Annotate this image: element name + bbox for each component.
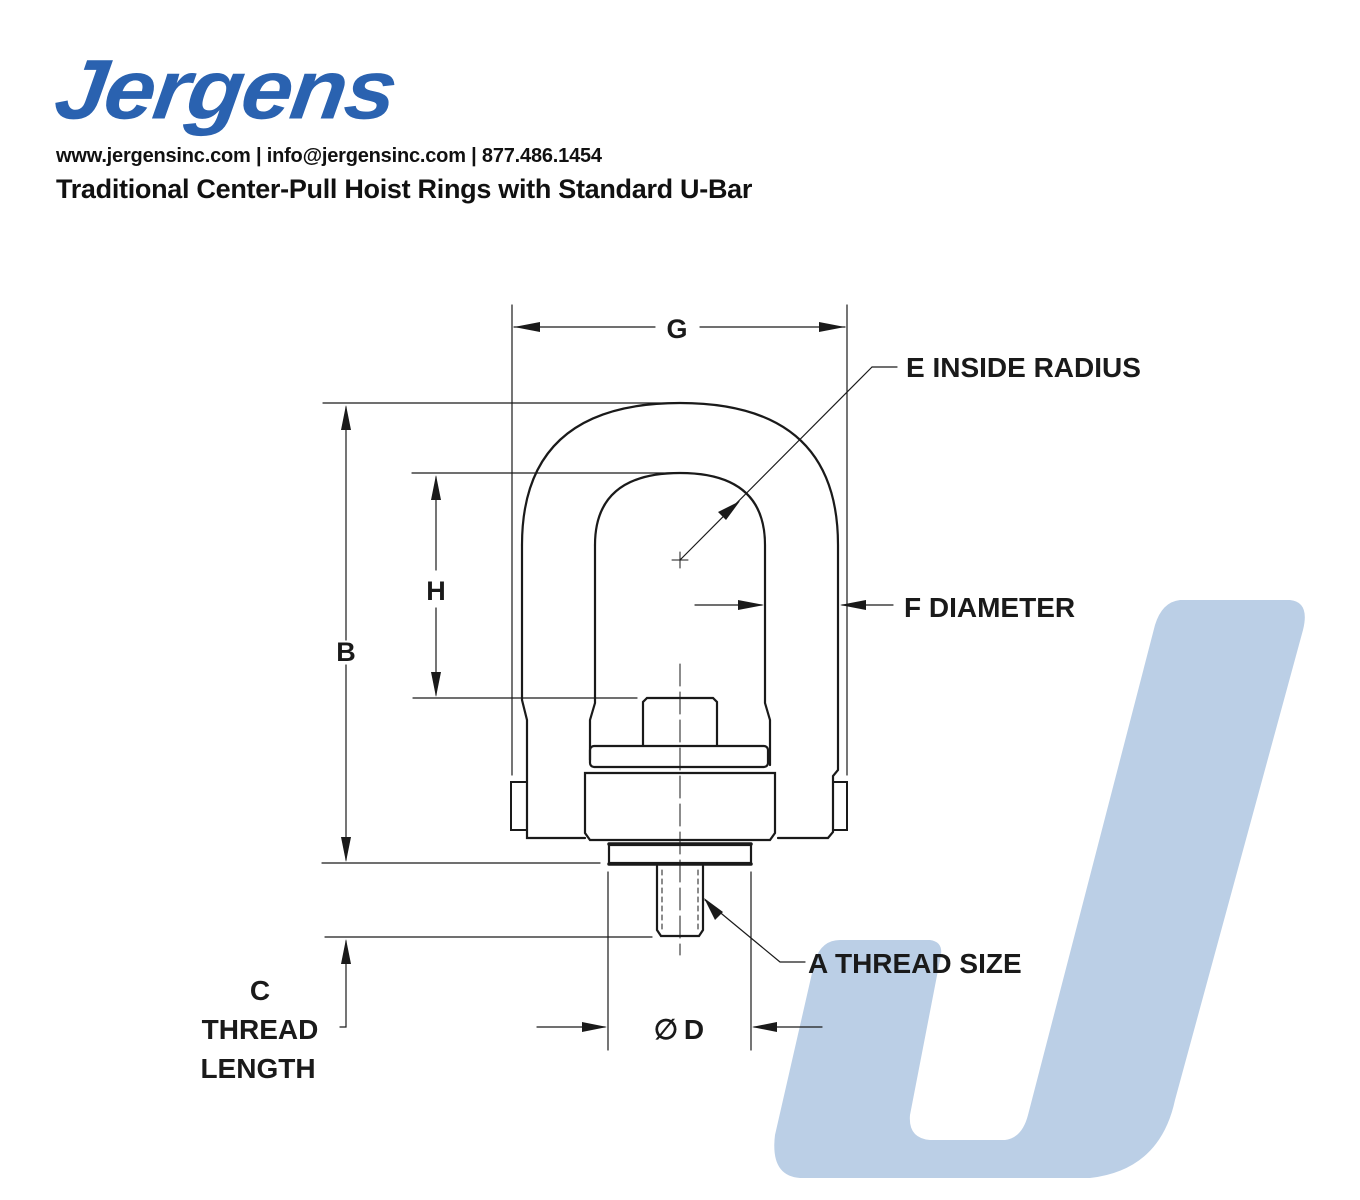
diameter-symbol-icon: ∅ bbox=[654, 1014, 678, 1045]
dimension-label-h: H bbox=[426, 576, 446, 606]
dimension-label-e: E INSIDE RADIUS bbox=[906, 352, 1141, 383]
dimension-label-a: A THREAD SIZE bbox=[808, 948, 1022, 979]
page-title: Traditional Center-Pull Hoist Rings with… bbox=[56, 174, 753, 204]
jergens-logo: Jergens bbox=[49, 40, 401, 140]
logo-wordmark: Jergens bbox=[49, 43, 402, 137]
contact-info: www.jergensinc.com | info@jergensinc.com… bbox=[56, 145, 602, 167]
dimension-label-c: C bbox=[250, 975, 270, 1006]
dimension-label-f: F DIAMETER bbox=[904, 592, 1075, 623]
dimension-label-c-thread: THREAD bbox=[202, 1014, 319, 1045]
dimension-label-b: B bbox=[336, 637, 356, 667]
dimension-label-g: G bbox=[666, 314, 687, 344]
watermark-j-logo bbox=[774, 600, 1305, 1178]
dimension-label-c-length: LENGTH bbox=[200, 1053, 315, 1084]
dimension-label-d: D bbox=[684, 1014, 704, 1045]
